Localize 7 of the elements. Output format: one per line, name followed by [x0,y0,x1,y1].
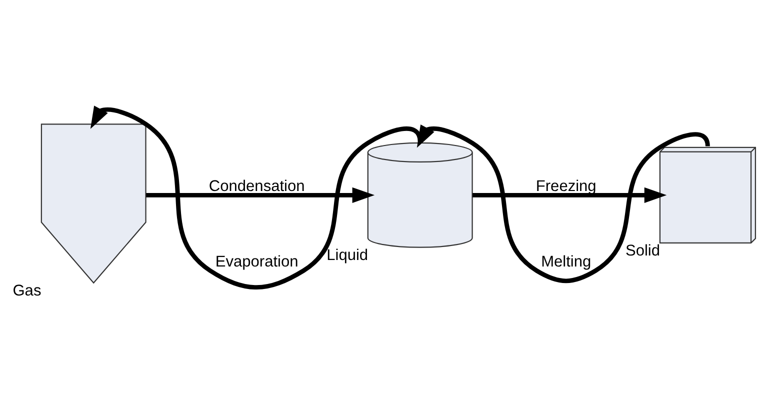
edge-label: Melting [541,252,592,270]
edge-label: Condensation [208,177,305,194]
node-label: Liquid [326,246,368,264]
edge-label: Freezing [536,177,596,194]
node-label: Gas [12,282,42,299]
node-label: Solid [625,242,660,259]
edge-label: Evaporation [215,252,298,270]
